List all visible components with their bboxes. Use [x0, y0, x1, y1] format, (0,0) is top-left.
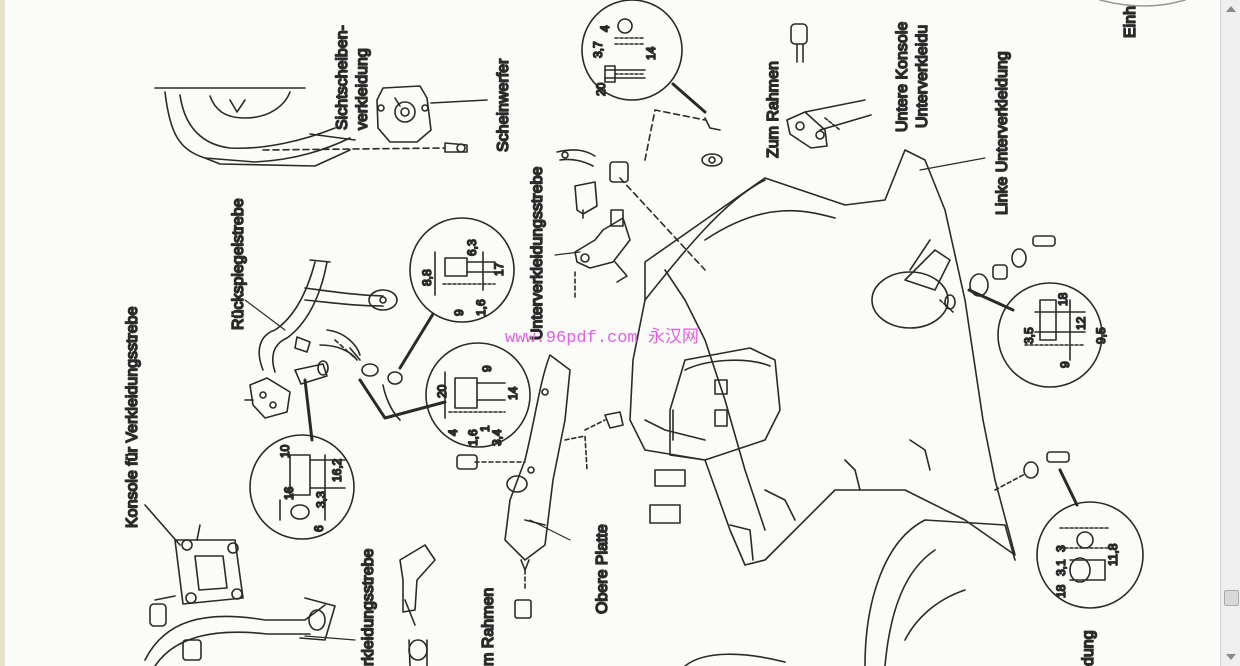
hose-parts — [399, 519, 1016, 666]
windscreen-assembly — [154, 87, 468, 167]
document-page: Konsole für Verkleidungsstrebe Rückspieg… — [5, 0, 1220, 666]
dims-circle-4: 10 16 3,3 16,2 6 — [277, 444, 345, 533]
dim-c5-c: 12 — [1074, 316, 1088, 330]
dims-circle-5: 3,5 18 12 9 9,5 — [1021, 292, 1109, 369]
dim-c1-a: 20 — [594, 82, 608, 96]
label-untere-konsole: Untere Konsole — [894, 22, 911, 132]
dim-c1-d: 14 — [644, 46, 658, 60]
main-fairing — [629, 149, 1016, 566]
dim-c5-d: 9 — [1058, 361, 1072, 368]
dim-c3-g: 14 — [506, 386, 520, 400]
dim-c5-b: 18 — [1056, 292, 1070, 306]
callout-circle-1 — [581, 0, 683, 101]
label-verkleidungsstrebe: rkleidungsstrebe — [360, 549, 377, 666]
dim-c6-d: 11,8 — [1106, 543, 1120, 566]
dim-c1-b: 3,7 — [591, 41, 605, 58]
label-zum-rahmen-top: Zum Rahmen — [765, 61, 782, 158]
page-margin — [0, 0, 5, 666]
exploded-parts-diagram: Konsole für Verkleidungsstrebe Rückspieg… — [123, 0, 1186, 666]
dim-c3-b: 9 — [480, 365, 494, 372]
label-scheinwerfer: Scheinwerfer — [495, 58, 512, 152]
dim-c6-a: 18 — [1054, 584, 1068, 598]
vertical-scrollbar[interactable] — [1220, 0, 1240, 666]
dim-c4-e: 6 — [312, 525, 326, 532]
scrollbar-thumb[interactable] — [1224, 590, 1239, 606]
callout-circle-5 — [997, 282, 1103, 388]
dim-c2-c: 9 — [452, 309, 466, 316]
dim-c3-a: 20 — [435, 384, 449, 398]
dim-c4-b: 16 — [282, 486, 296, 500]
upper-bracket — [701, 23, 872, 167]
label-rueckspiegelstrebe: Rückspiegelstrebe — [230, 198, 247, 330]
callout-leaders — [303, 82, 1079, 507]
dim-c5-a: 3,5 — [1022, 327, 1036, 344]
label-unterverkleidungsstrebe: Unterverkleidungsstrebe — [529, 166, 546, 340]
dim-c3-e: 1 — [478, 425, 492, 432]
label-dung: dung — [1080, 630, 1097, 666]
scroll-up-arrow-icon[interactable] — [1226, 6, 1236, 12]
callout-circle-4 — [249, 434, 355, 540]
scroll-down-arrow-icon[interactable] — [1226, 654, 1236, 660]
label-m-rahmen: m Rahmen — [480, 588, 497, 666]
label-linke-unterverkleidung: Linke Unterverkleidung — [994, 51, 1011, 215]
dims-circle-3: 20 9 4 1,6 1 3,4 14 — [434, 364, 521, 447]
fasteners-right — [944, 235, 1070, 491]
dim-c6-c: 3 — [1054, 545, 1068, 552]
upper-plate — [456, 354, 624, 619]
dim-c1-c: 4 — [598, 25, 612, 32]
dim-c2-e: 17 — [492, 262, 506, 276]
dim-c2-b: 6,3 — [465, 239, 479, 256]
callout-circle-3 — [425, 342, 531, 448]
headlight — [376, 85, 488, 143]
callout-circle-6 — [1036, 501, 1144, 609]
dim-c4-d: 16,2 — [330, 458, 344, 482]
page-curl — [1099, 0, 1186, 7]
dim-c4-a: 10 — [278, 444, 292, 458]
dims-circle-2: 8,8 6,3 9 1,6 17 — [419, 238, 507, 317]
dim-c2-a: 8,8 — [420, 269, 434, 286]
callout-circle-2 — [409, 217, 515, 323]
dim-c2-d: 1,6 — [474, 299, 488, 316]
label-leaders — [244, 157, 986, 641]
dim-c6-b: 3,1 — [1054, 559, 1068, 576]
dim-c4-c: 3,3 — [314, 491, 328, 508]
label-sichtscheiben-2: verkleidung — [354, 48, 371, 130]
fairing-bracket — [144, 504, 336, 666]
dims-circle-1: 20 3,7 4 14 — [590, 24, 659, 97]
label-obere-platte: Obere Platte — [594, 524, 611, 614]
label-sichtscheiben-1: Sichtscheiben- — [334, 25, 351, 130]
dim-c3-f: 3,4 — [490, 429, 504, 446]
label-unterverkleidung-cut: Unterverkleidu — [914, 25, 931, 128]
dim-c3-d: 1,6 — [466, 429, 480, 446]
label-einh: Einh — [1122, 6, 1139, 38]
dim-c5-e: 9,5 — [1094, 327, 1108, 344]
dim-c3-c: 4 — [446, 429, 460, 436]
dims-circle-6: 18 3,1 3 11,8 — [1053, 542, 1121, 598]
watermark: www.96pdf.com 永汉网 — [505, 327, 699, 348]
mirror-stay — [244, 259, 403, 421]
label-konsole: Konsole für Verkleidungsstrebe — [124, 306, 141, 528]
lower-fairing-strut — [556, 109, 706, 301]
